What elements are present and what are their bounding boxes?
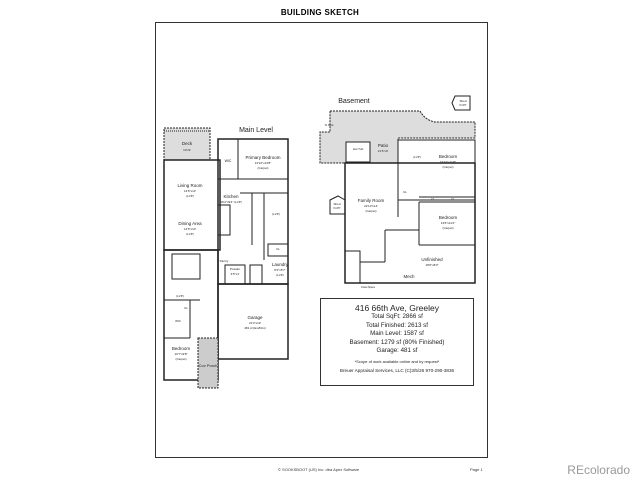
room-note: (Carpet): [442, 226, 453, 230]
total-sqft: Total SqFt: 2866 sf: [371, 313, 423, 320]
room-bedroom-1: Bedroom: [439, 154, 458, 159]
small-label: (LVP): [413, 155, 420, 159]
room-powder: Powder: [230, 267, 240, 271]
room-dim: 10'7"x9'8": [174, 352, 187, 356]
room-primary-bedroom: Primary Bedroom: [245, 155, 280, 160]
room-note: (Carpet): [365, 209, 376, 213]
main-level-heading: Main Level: [239, 127, 273, 134]
room-note: (LVP): [186, 194, 193, 198]
room-dim: 14'6"x10': [184, 227, 196, 231]
small-label: CL: [451, 197, 455, 201]
room-patio: Patio: [378, 143, 389, 148]
room-dim: 14'6"x13': [184, 189, 196, 193]
room-dim: 10'x9': [183, 148, 191, 152]
room-note: (LVP): [186, 232, 193, 236]
room-dim: 18'6"x8'3": [425, 263, 438, 267]
room-wic: WIC: [225, 159, 232, 163]
small-label: CL: [431, 197, 435, 201]
main-level-sqft: Main Level: 1587 sf: [370, 330, 424, 338]
room-dim: 6'x3'6": [333, 207, 340, 210]
room-living-room: Living Room: [177, 183, 202, 188]
room-dim: 21'4"x19': [249, 321, 261, 325]
room-dim: 6'5"x4': [231, 272, 240, 276]
room-family-room: Family Room: [358, 198, 385, 203]
small-label: CL: [276, 247, 280, 251]
small-label: To Deck: [324, 124, 334, 127]
small-label: (LVP): [176, 294, 183, 298]
room-dim: 21'6"x9': [378, 149, 389, 153]
small-label: CL: [403, 190, 407, 194]
page-title: BUILDING SKETCH: [280, 8, 360, 17]
room-note: (Carpet): [257, 166, 268, 170]
small-label: Crawl Space: [361, 286, 376, 289]
room-unfinished: Unfinished: [421, 257, 443, 262]
room-kitchen: Kitchen: [223, 194, 239, 199]
watermark-logo: REcolorado: [567, 463, 630, 477]
room-bedroom-2: Bedroom: [439, 215, 458, 220]
room-garage: Garage: [247, 315, 263, 320]
garage-sqft: Garage: 481 sf: [376, 347, 418, 355]
room-note: (Carpet): [442, 165, 453, 169]
room-cov-porch: Cov Porch: [199, 363, 218, 368]
small-label: WIC: [175, 319, 182, 323]
room-note: (LVP): [276, 273, 283, 277]
room-dim: 16'2"x9'4" (LVP): [220, 200, 241, 204]
small-label: CL: [184, 306, 188, 310]
basement-sqft: Basement: 1279 sf (80% Finished): [349, 338, 445, 346]
footer-page: Page 1: [470, 467, 483, 472]
room-dining-area: Dining Area: [178, 221, 202, 226]
scope-note: *Scope of work available online and by r…: [354, 358, 440, 364]
room-dim: 13'10"x11'8": [440, 160, 456, 164]
room-bedroom: Bedroom: [172, 346, 191, 351]
small-label: Pantry: [220, 259, 229, 263]
deck-area: [163, 127, 211, 161]
room-dim: 6'x3'6": [459, 104, 466, 107]
room-dim: 8'4"x5'7": [274, 268, 285, 272]
room-note: (Carpet): [175, 357, 186, 361]
sketch-page: [155, 22, 488, 458]
room-deck: Deck: [182, 141, 193, 146]
hot-tub: Hot Tub: [353, 147, 364, 151]
total-finished: Total Finished: 2613 sf: [366, 321, 428, 329]
property-info-box: 416 66th Ave, Greeley Total SqFt: 2866 s…: [320, 298, 474, 386]
room-shed: Shed: [459, 99, 466, 103]
room-dim: 13'6"x11'2": [441, 221, 456, 225]
room-shed-2: Shed: [333, 202, 340, 206]
prepared-by: Breuer Appraisal Services, LLC (C)3/5/26…: [339, 367, 455, 373]
property-address: 416 66th Ave, Greeley: [355, 303, 439, 313]
basement-heading: Basement: [338, 98, 370, 105]
room-dim: 13'10"x13'8": [255, 161, 271, 165]
room-note: 481 sf (Ext/Dim): [244, 326, 266, 330]
room-mech: Mech: [403, 274, 415, 279]
footer-copyright: © SOOKSBOOT (US) Inc. dba Apex Software: [278, 467, 360, 472]
basement-plan: [319, 95, 476, 284]
main-level-plan: [163, 127, 289, 389]
room-laundry: Laundry: [272, 262, 289, 267]
room-dim: 22'10"x14': [364, 204, 378, 208]
small-label: (LVP): [272, 212, 279, 216]
